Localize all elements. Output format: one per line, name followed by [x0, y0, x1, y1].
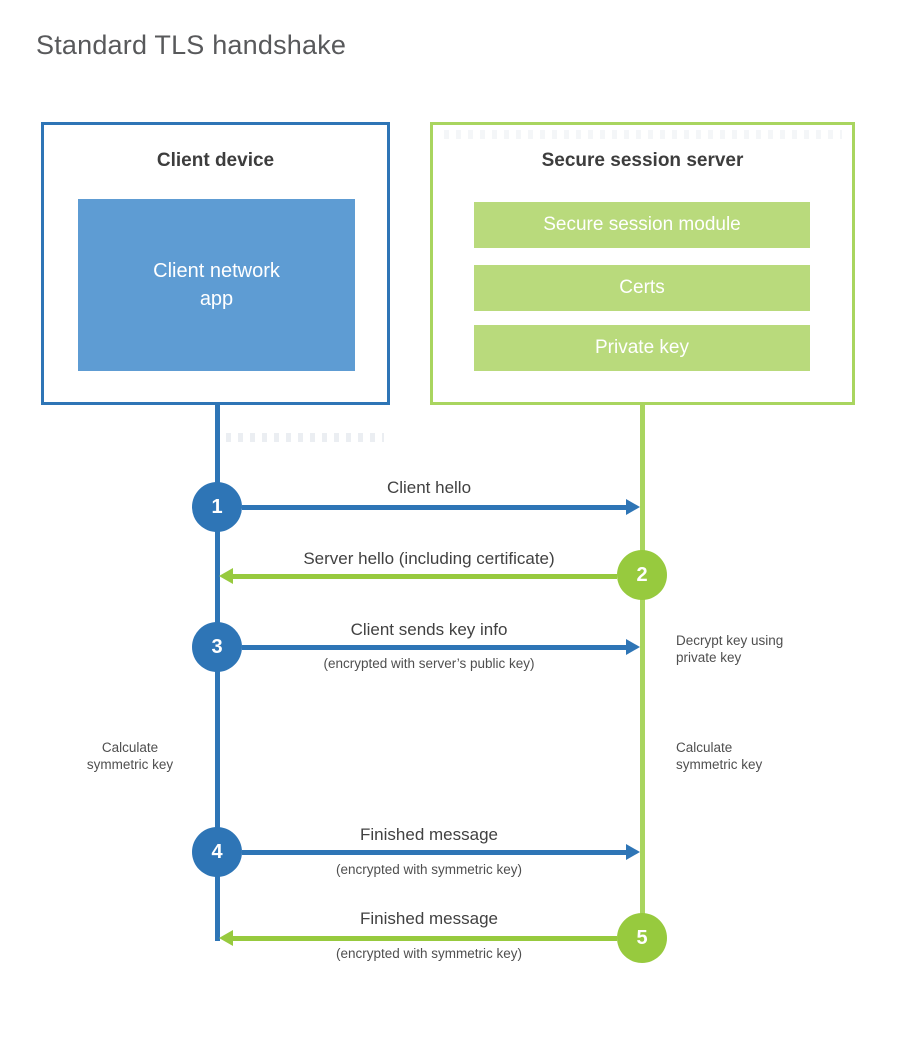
note-decrypt-line1: Decrypt key using [676, 633, 784, 648]
server-lifeline [640, 405, 645, 918]
arrow-shaft [230, 573, 617, 579]
message-finished-client-note: (encrypted with symmetric key) [335, 862, 523, 877]
step-2-badge: 2 [617, 550, 667, 600]
step-1-badge: 1 [192, 482, 242, 532]
arrow-client-key-info [242, 638, 640, 656]
faint-dashes-decoration [226, 433, 384, 442]
server-module-secure-session: Secure session module [474, 202, 810, 248]
step-4-badge: 4 [192, 827, 242, 877]
page-title: Standard TLS handshake [36, 30, 347, 60]
note-calculate-symmetric-key-client: Calculate symmetric key [55, 739, 205, 773]
message-client-key-info: Client sends key info [350, 620, 508, 639]
client-app-label-line1: Client network [153, 260, 280, 282]
arrow-finished-server [219, 929, 617, 947]
note-calculate-symmetric-key-server: Calculate symmetric key [676, 739, 762, 773]
note-calc-left-line1: Calculate [101, 740, 159, 755]
note-decrypt-line2: private key [676, 650, 742, 665]
step-5-badge: 5 [617, 913, 667, 963]
client-lifeline [215, 405, 220, 941]
secure-session-server-title: Secure session server [541, 150, 744, 171]
message-client-key-info-note: (encrypted with server’s public key) [323, 656, 535, 671]
note-calc-left-line2: symmetric key [86, 757, 174, 772]
client-network-app-box: Client network app [78, 199, 355, 371]
message-finished-client: Finished message [360, 825, 498, 844]
message-finished-server-note: (encrypted with symmetric key) [335, 946, 523, 961]
arrow-shaft [242, 849, 629, 855]
note-calc-right-line1: Calculate [676, 740, 733, 755]
server-module-certs: Certs [474, 265, 810, 311]
arrow-shaft [230, 935, 617, 941]
message-client-hello: Client hello [386, 478, 472, 497]
note-decrypt-key: Decrypt key using private key [676, 632, 783, 666]
arrowhead-left-icon [219, 930, 233, 946]
note-calc-right-line2: symmetric key [676, 757, 763, 772]
step-3-badge: 3 [192, 622, 242, 672]
message-server-hello: Server hello (including certificate) [303, 549, 555, 568]
server-module-private-key: Private key [474, 325, 810, 371]
arrowhead-left-icon [219, 568, 233, 584]
arrow-finished-client [242, 843, 640, 861]
arrowhead-right-icon [626, 844, 640, 860]
arrow-server-hello [219, 567, 617, 585]
message-finished-server: Finished message [360, 909, 498, 928]
arrow-shaft [242, 644, 629, 650]
client-device-title: Client device [156, 150, 275, 171]
faint-dashes-decoration [444, 130, 842, 139]
arrow-client-hello [242, 498, 640, 516]
arrow-shaft [242, 504, 629, 510]
arrowhead-right-icon [626, 639, 640, 655]
client-app-label-line2: app [199, 288, 234, 310]
arrowhead-right-icon [626, 499, 640, 515]
